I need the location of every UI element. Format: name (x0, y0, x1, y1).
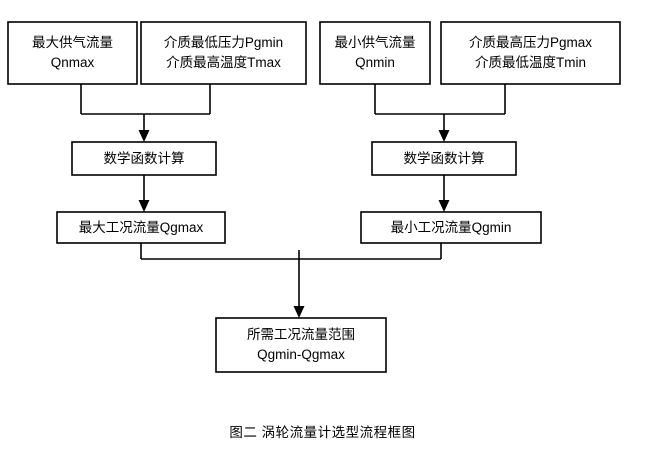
math-function-calculation-right-box-outline (371, 141, 517, 176)
arrow-head-calc-right (438, 130, 450, 142)
medium-max-pressure-min-temp-box-outline (440, 21, 621, 85)
figure-caption: 图二 涡轮流量计选型流程框图 (229, 425, 416, 440)
min-supply-flow-box-outline (319, 21, 431, 85)
arrow-head-qgmax (138, 200, 150, 212)
max-working-flow-box-outline (56, 211, 226, 244)
required-working-flow-range-box-outline (215, 317, 387, 373)
min-working-flow-box-outline (360, 211, 542, 244)
arrow-head-calc-left (138, 130, 150, 142)
max-supply-flow-box-outline (7, 21, 138, 85)
math-function-calculation-left-box-outline (71, 141, 217, 176)
medium-min-pressure-max-temp-box-outline (140, 21, 307, 85)
arrow-head-qgmin (438, 200, 450, 212)
arrow-head-range (293, 306, 305, 318)
